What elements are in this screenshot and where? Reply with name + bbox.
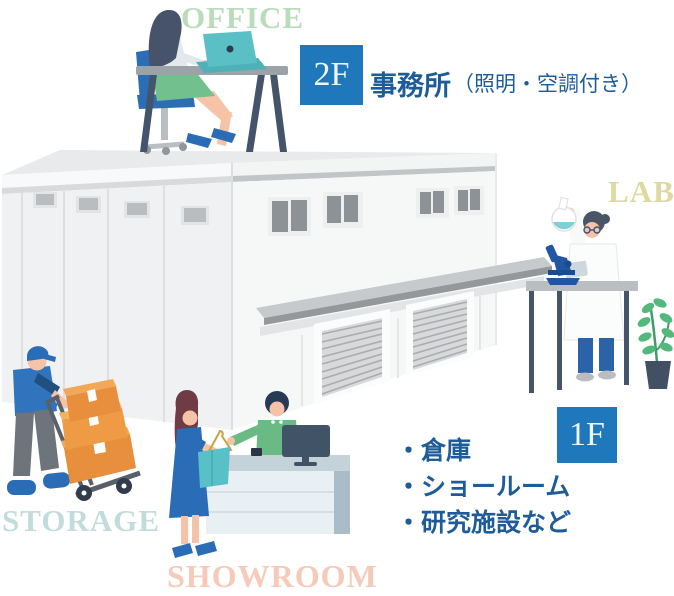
wall-panel-seams — [21, 186, 165, 422]
monitor-icon — [251, 425, 330, 466]
potted-plant — [637, 298, 674, 389]
floor2-note: （照明・空調付き） — [453, 73, 642, 96]
microscope-icon — [545, 244, 580, 285]
storage-scene — [7, 346, 141, 501]
floor2-title: 事務所 — [370, 70, 451, 101]
lab-area-label: LAB — [608, 174, 674, 209]
door-bay-seams — [301, 296, 481, 406]
flask-icon — [551, 196, 577, 232]
callout-2f-bubble: 事務所 （照明・空調付き） — [312, 47, 668, 119]
shutter-door-1 — [314, 309, 390, 404]
side-windows — [33, 192, 209, 225]
floor1-badge: 1F — [557, 407, 617, 463]
callout-2f-tail — [543, 117, 598, 164]
floor1-item: ・研究施設など — [396, 509, 572, 537]
floor1-item: ・倉庫 — [396, 437, 472, 465]
showroom-customer — [169, 390, 233, 558]
warehouse-building — [2, 150, 552, 430]
showroom-scene — [169, 390, 350, 558]
shutter-door-2 — [406, 291, 474, 376]
cardboard-boxes — [59, 379, 136, 484]
floor2-badge: 2F — [300, 45, 363, 105]
office-scene — [136, 9, 288, 155]
office-area-label: OFFICE — [181, 0, 305, 35]
lab-scene — [526, 196, 674, 393]
showroom-area-label: SHOWROOM — [167, 558, 378, 594]
callout-1f-tail — [418, 367, 507, 420]
awning — [256, 257, 552, 325]
lab-scientist — [563, 207, 625, 382]
lab-table — [526, 281, 638, 393]
storage-area-label: STORAGE — [2, 503, 161, 538]
floor1-item: ・ショールーム — [396, 473, 571, 501]
left-wall — [2, 182, 232, 430]
showroom-counter — [198, 455, 350, 534]
laptop-icon — [196, 31, 267, 73]
storage-worker — [7, 346, 71, 495]
front-windows — [268, 186, 484, 236]
